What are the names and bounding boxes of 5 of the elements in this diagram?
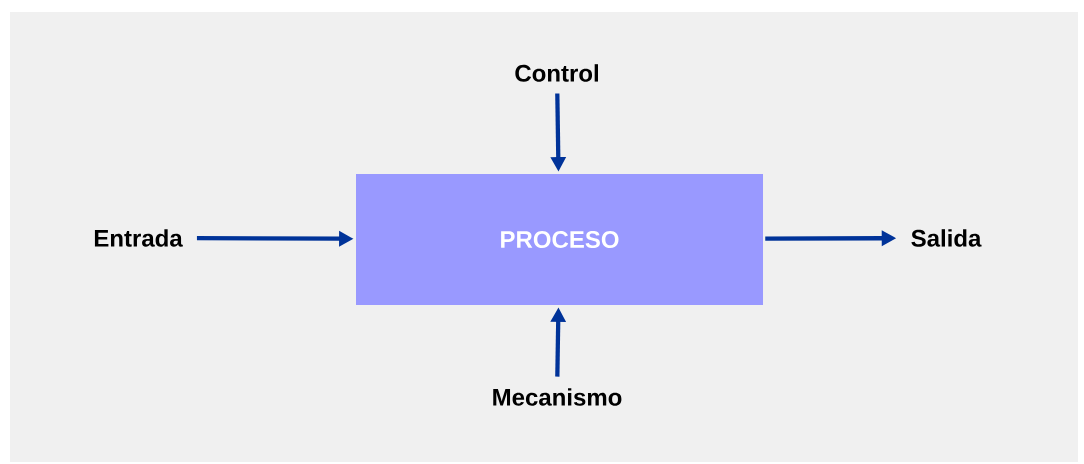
process-box: PROCESO <box>356 174 763 305</box>
label-text: Salida <box>911 229 982 247</box>
label-text: Control <box>515 64 598 82</box>
label-text: Mecanismo <box>493 388 622 406</box>
label-text: Entrada <box>94 229 183 247</box>
